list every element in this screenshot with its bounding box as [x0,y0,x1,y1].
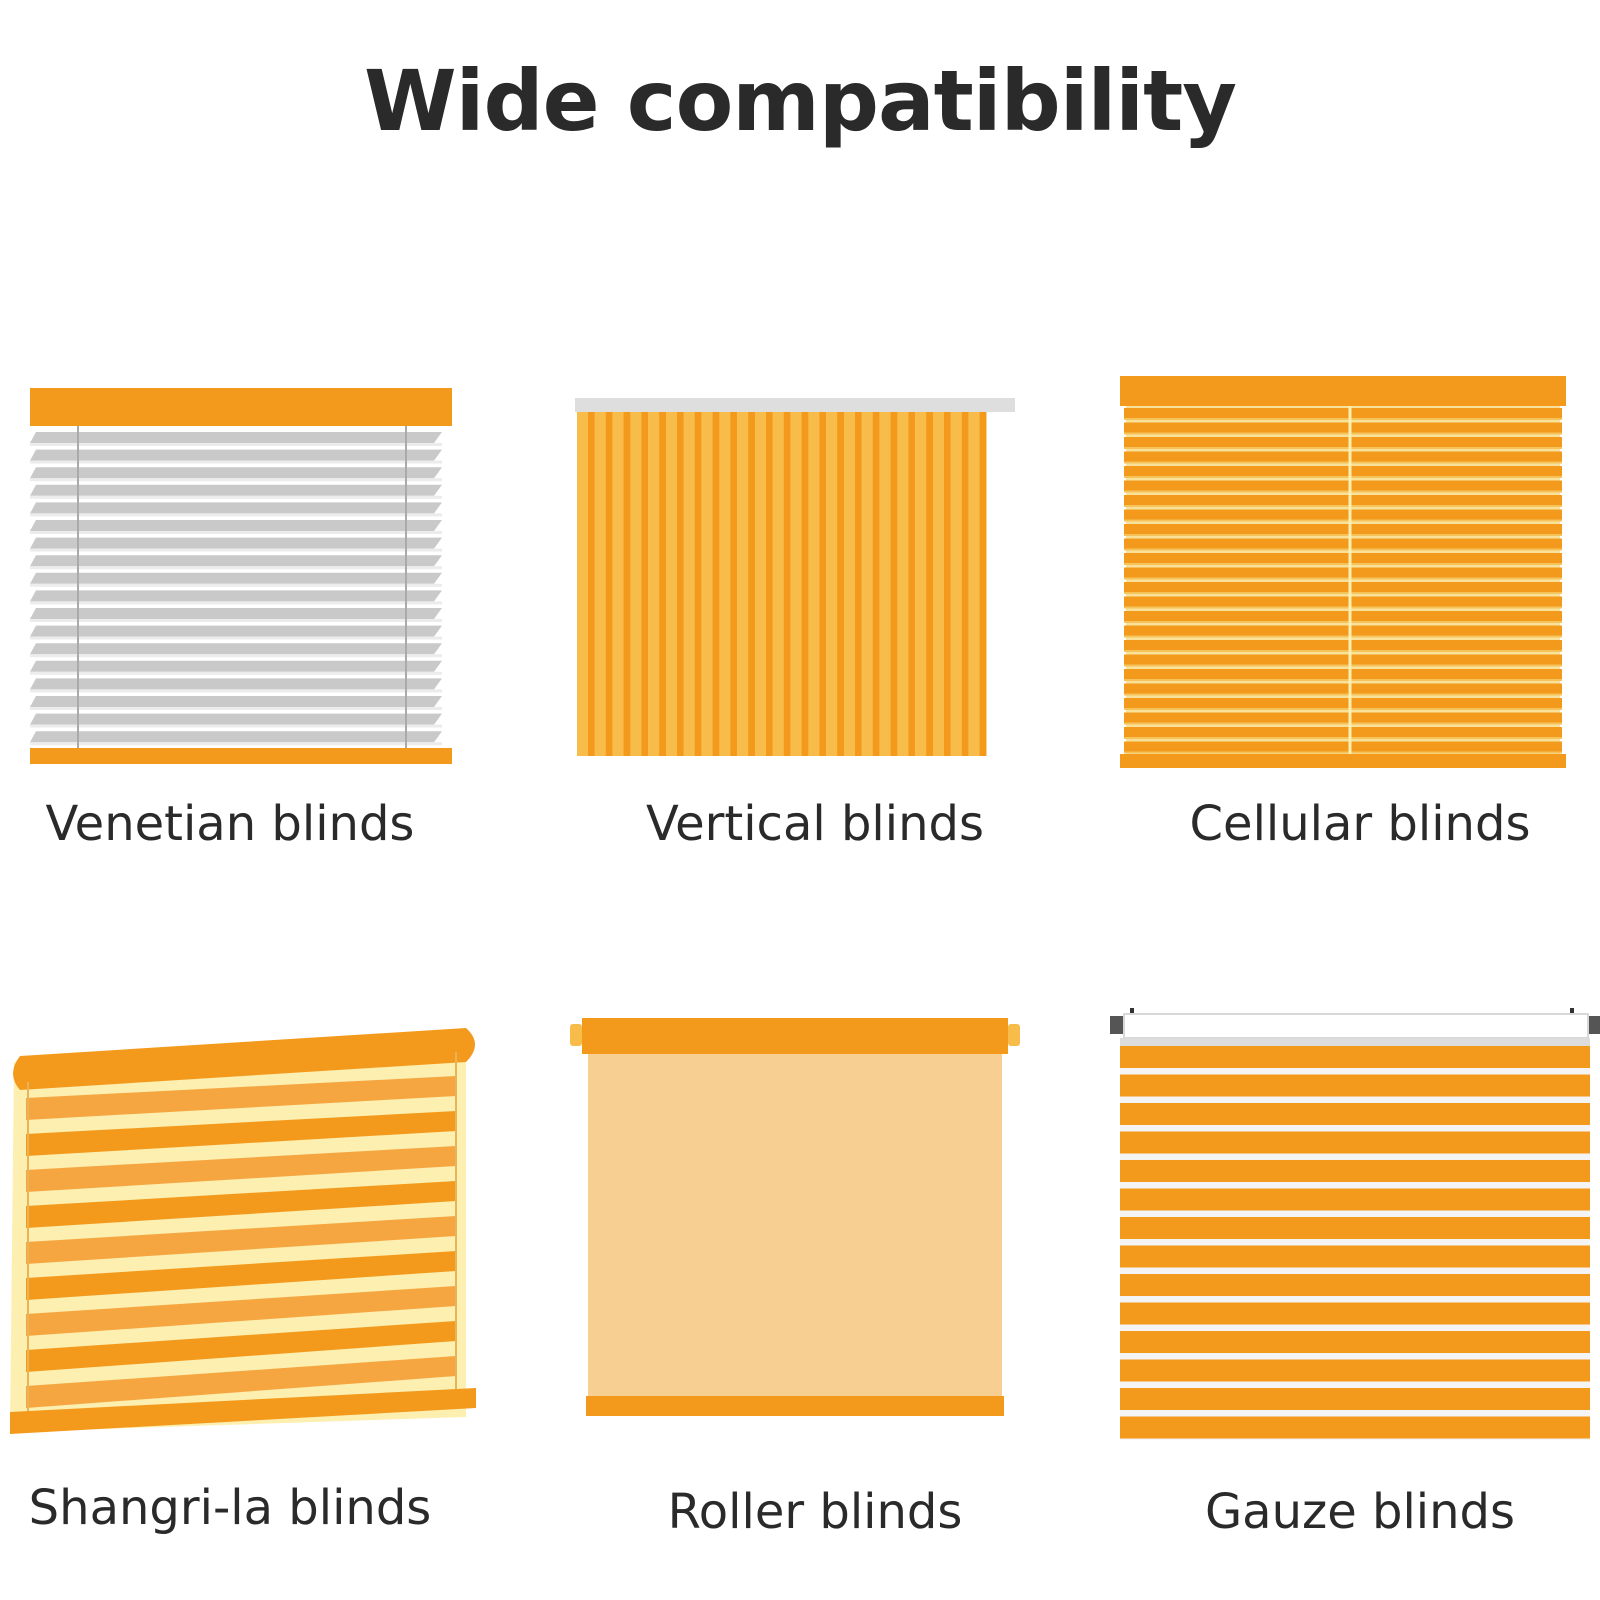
blind-label-vertical: Vertical blinds [646,796,984,852]
blind-label-roller: Roller blinds [667,1484,963,1540]
blind-label-venetian: Venetian blinds [45,796,415,852]
blind-label-cellular: Cellular blinds [1189,796,1531,852]
venetian-blind-icon [30,388,452,764]
vertical-blind-icon [575,398,1015,756]
page-title: Wide compatibility [364,52,1237,150]
blind-label-shangri-la: Shangri-la blinds [28,1480,432,1536]
roller-blind-icon [570,1018,1020,1416]
gauze-blind-icon [1110,1008,1600,1440]
shangri-la-blind-icon [10,1028,476,1434]
blind-label-gauze: Gauze blinds [1204,1484,1516,1540]
cellular-blind-icon [1120,376,1566,768]
